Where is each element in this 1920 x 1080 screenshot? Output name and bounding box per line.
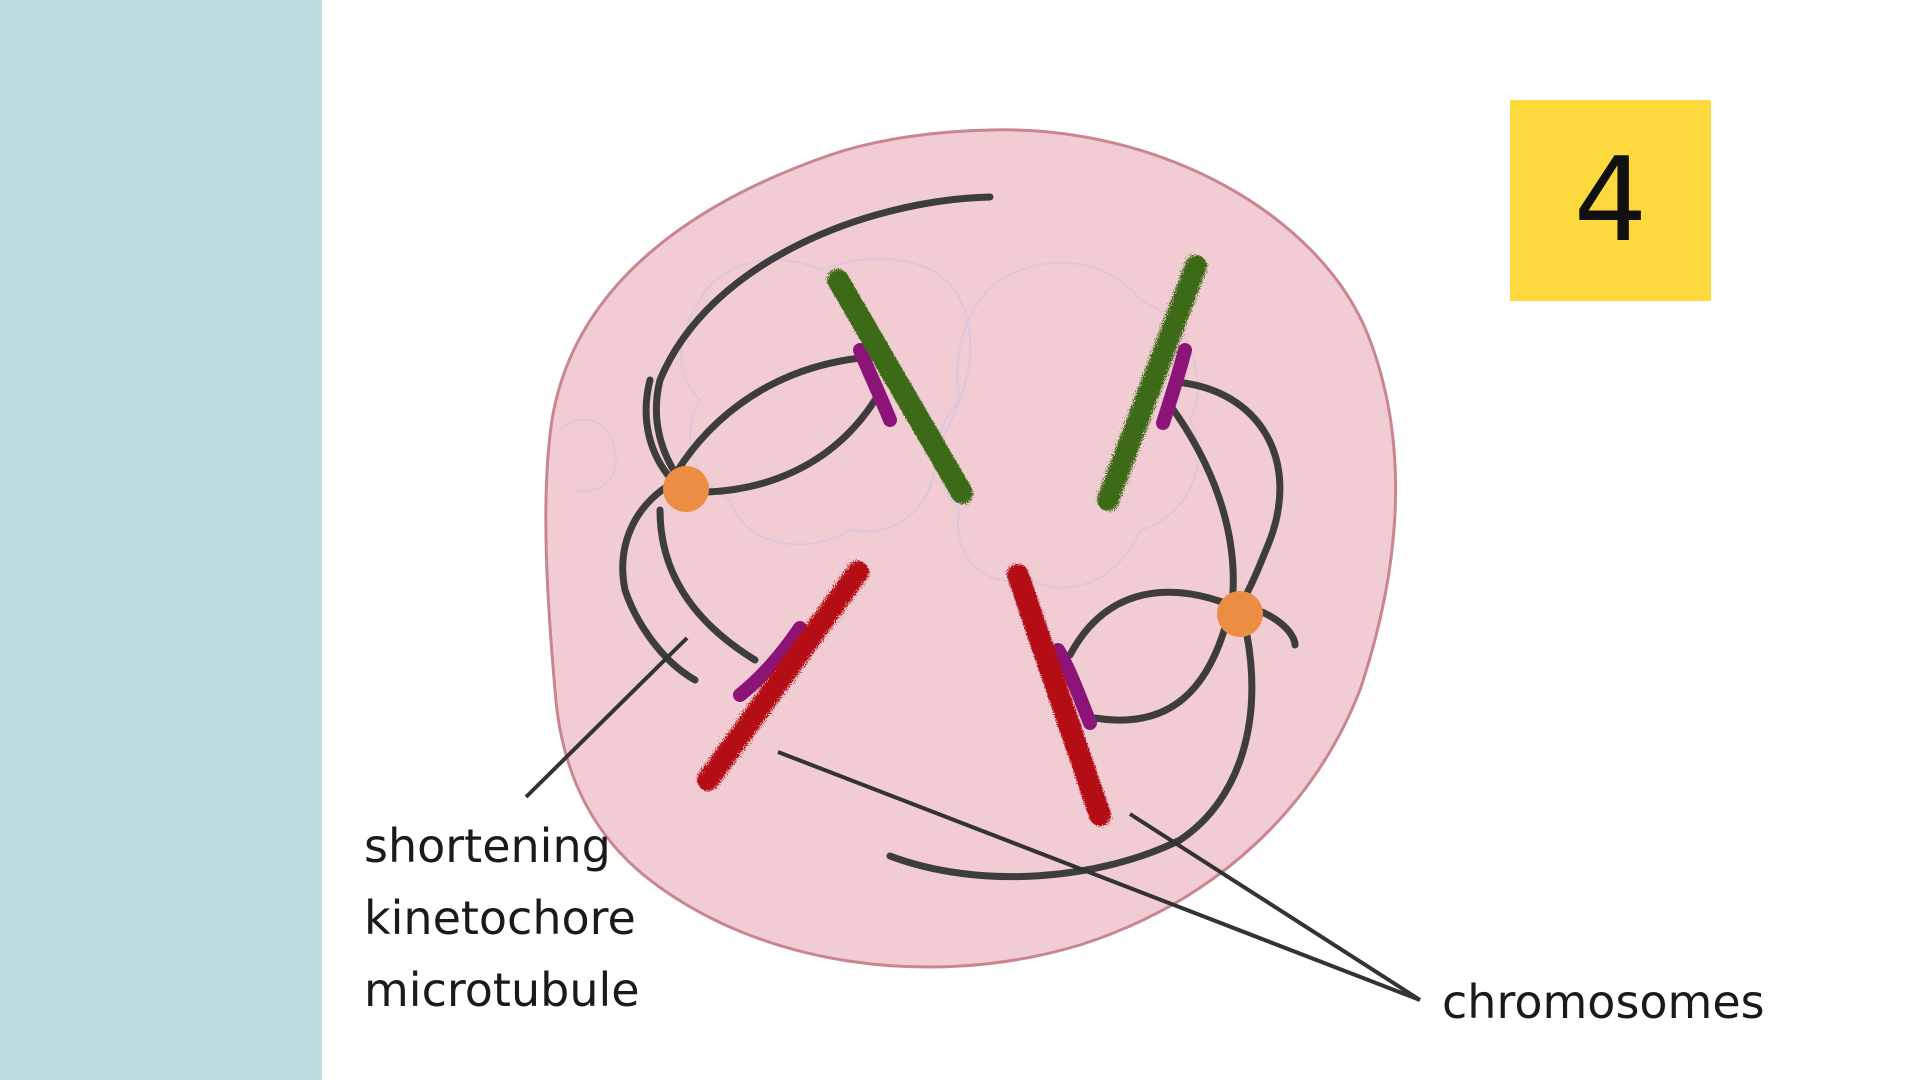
microtubule [886,621,1256,881]
step-number: 4 [1573,132,1648,268]
microtubule [1091,609,1233,724]
microtubule [656,506,759,664]
kinetochore [733,621,807,702]
microtubule [652,193,994,484]
microtubule [1172,378,1284,609]
microtubule-label: shortening kinetochore microtubule [364,810,640,1026]
microtubule-label-line-1: shortening [364,819,611,873]
chromosomes [697,255,1207,826]
kinetochore [853,343,897,427]
faint-nucleus-outlines [559,257,1200,589]
microtubule [619,478,699,684]
microtubule [642,376,676,484]
chromosome-green [1097,255,1207,511]
microtubule-label-line-2: kinetochore [364,891,636,945]
microtubule [703,396,879,496]
microtubules [619,193,1299,881]
leader-lines [524,636,1422,1002]
chromosomes-label: chromosomes [1442,975,1765,1029]
leader-line-chromosome [777,750,1421,1002]
microtubule [668,354,864,484]
kinetochore [1156,343,1192,430]
microtubule [1066,588,1234,659]
leader-line-chromosome [1128,812,1422,1002]
chromosome-green [827,269,973,504]
chromosome-red [1007,564,1111,826]
cell-body [544,128,1398,969]
centrosome-icon [663,466,709,512]
kinetochore [1051,643,1097,730]
kinetochores [733,343,1192,730]
microtubule [1166,401,1237,609]
leader-line-microtubule [524,636,689,799]
left-sidebar-panel [0,0,322,1080]
microtubule-label-line-3: microtubule [364,963,640,1017]
centrosome-icon [1217,591,1263,637]
step-number-badge: 4 [1510,100,1711,301]
chromosome-red [697,561,869,791]
